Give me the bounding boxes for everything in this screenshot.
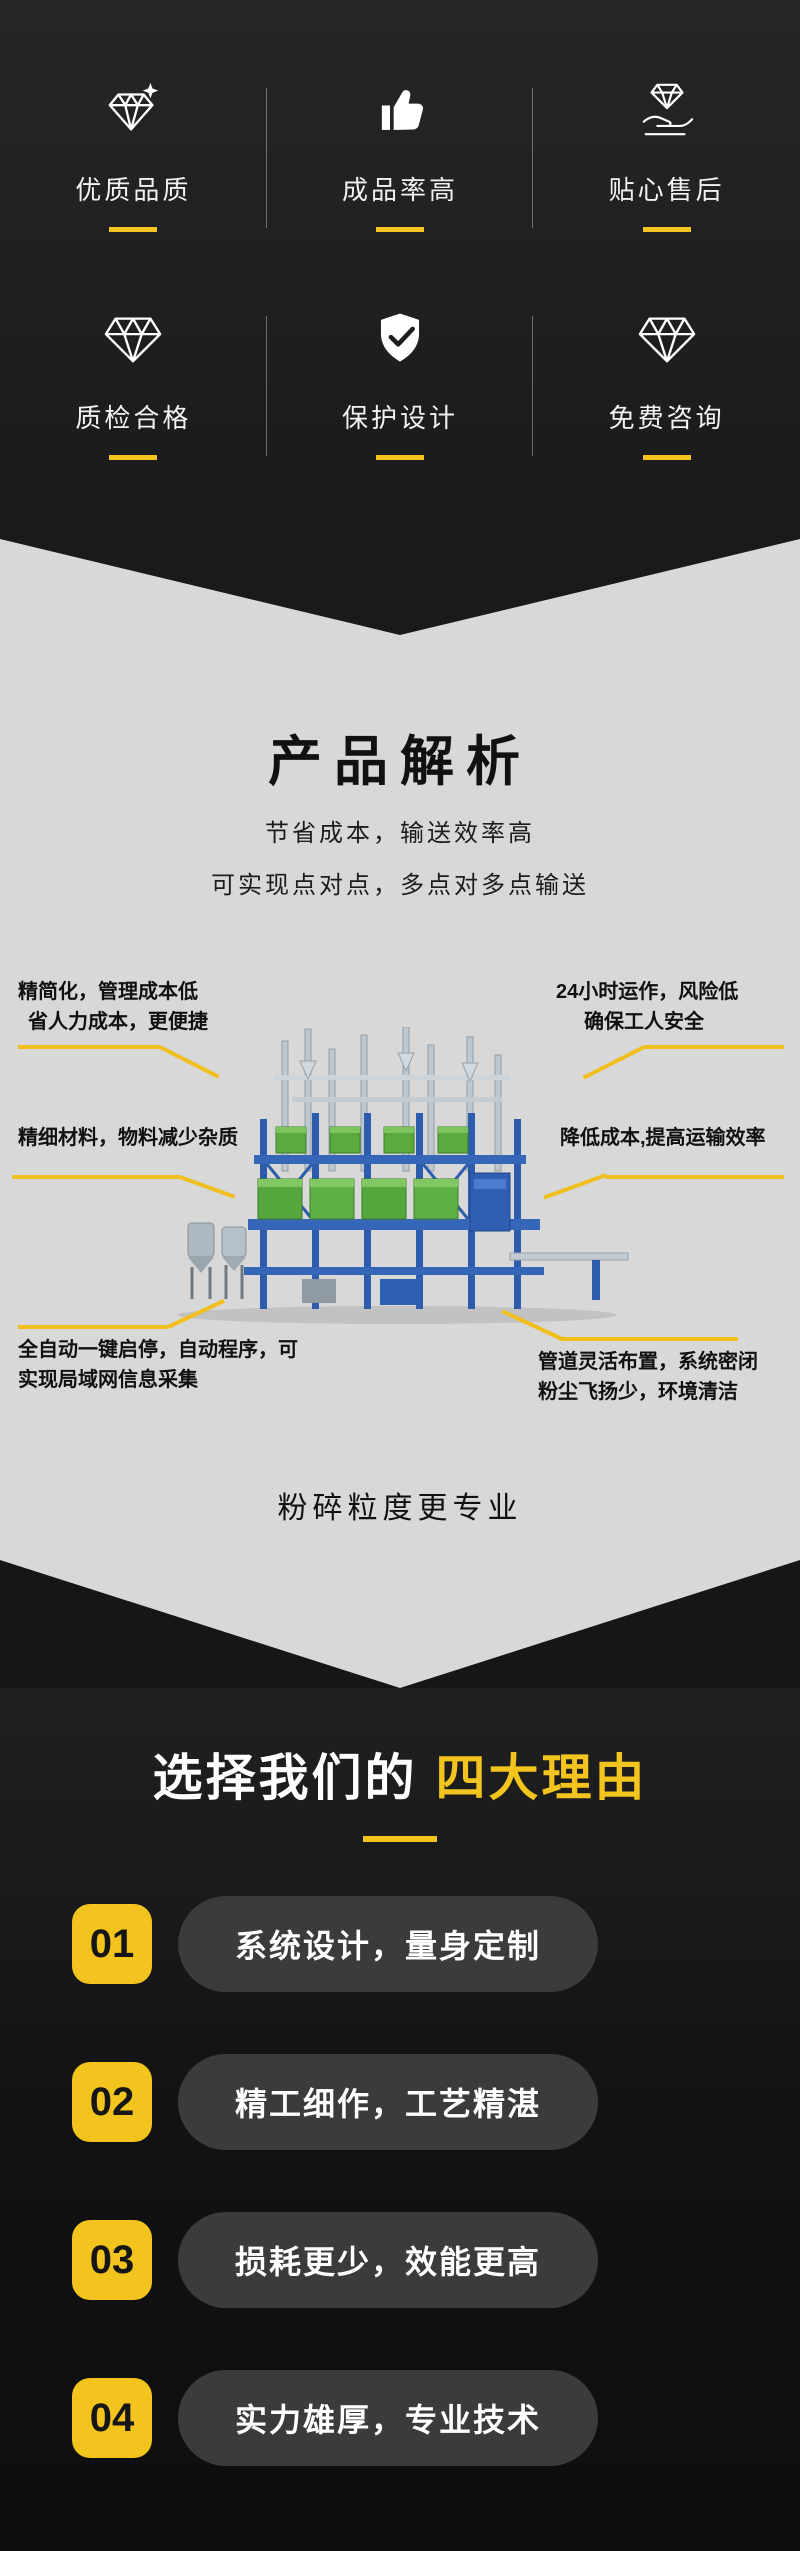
reason-item: 04 实力雄厚，专业技术: [0, 2370, 800, 2466]
features-section: 优质品质 成品率高: [0, 0, 800, 539]
reason-number-badge: 03: [72, 2220, 152, 2300]
callout-mid-left: 精细材料，物料减少杂质: [18, 1123, 238, 1153]
feature-label: 免费咨询: [608, 403, 725, 433]
shield-check-icon: [371, 306, 429, 370]
analysis-subtitle-2: 可实现点对点，多点对多点输送: [211, 872, 589, 899]
callout-text: 确保工人安全: [584, 1011, 704, 1033]
product-analysis-section: 产品解析 节省成本，输送效率高 可实现点对点，多点对多点输送: [0, 635, 800, 1560]
analysis-footer-text: 粉碎粒度更专业: [277, 1492, 523, 1525]
column-divider: [266, 316, 267, 456]
reason-item: 01 系统设计，量身定制: [0, 1896, 800, 1992]
accent-dash: [642, 227, 691, 232]
feature-item-inspection: 质检合格: [0, 306, 267, 534]
diamond-icon: [102, 306, 164, 370]
column-divider: [532, 316, 533, 456]
reason-label-pill: 精工细作，工艺精湛: [178, 2054, 598, 2150]
accent-dash: [109, 227, 158, 232]
feature-label: 优质品质: [75, 175, 192, 205]
reasons-list: 01 系统设计，量身定制 02 精工细作，工艺精湛 03 损耗更少，效能更高 0…: [0, 1896, 800, 2466]
reasons-title: 选择我们的四大理由: [0, 1738, 800, 1810]
callout-text: 24小时运作，风险低: [556, 981, 739, 1003]
column-divider: [532, 88, 533, 228]
callout-text: 管道灵活布置，系统密闭: [538, 1351, 758, 1373]
chevron-shape: [0, 539, 800, 635]
reasons-title-yellow: 四大理由: [435, 1750, 648, 1806]
callout-line: [18, 1325, 168, 1329]
analysis-subtitle-1: 节省成本，输送效率高: [265, 820, 535, 847]
dark-to-gray-transition: [0, 539, 800, 635]
callout-text: 精细材料，物料减少杂质: [18, 1127, 238, 1149]
callout-text: 全自动一键启停，自动程序，可: [18, 1339, 298, 1361]
reason-label-pill: 损耗更少，效能更高: [178, 2212, 598, 2308]
reason-label-pill: 实力雄厚，专业技术: [178, 2370, 598, 2466]
reason-item: 02 精工细作，工艺精湛: [0, 2054, 800, 2150]
callout-text: 实现局域网信息采集: [18, 1369, 198, 1391]
gray-to-dark-transition: [0, 1560, 800, 1688]
reasons-section: 选择我们的四大理由 01 系统设计，量身定制 02 精工细作，工艺精湛 03 损…: [0, 1688, 800, 2551]
feature-item-consult: 免费咨询: [533, 306, 800, 534]
feature-label: 贴心售后: [608, 175, 725, 205]
reason-item: 03 损耗更少，效能更高: [0, 2212, 800, 2308]
thumbs-up-icon: [371, 78, 429, 142]
diamond-sparkle-icon: [102, 78, 164, 142]
reasons-title-white: 选择我们的: [152, 1750, 418, 1806]
feature-item-yield: 成品率高: [267, 78, 534, 306]
feature-label: 质检合格: [75, 403, 192, 433]
callout-bottom-right: 管道灵活布置，系统密闭 粉尘飞扬少，环境清洁: [538, 1347, 758, 1407]
reason-number-badge: 01: [72, 1904, 152, 1984]
feature-item-quality: 优质品质: [0, 78, 267, 306]
reason-label-pill: 系统设计，量身定制: [178, 1896, 598, 1992]
reason-number-badge: 02: [72, 2062, 152, 2142]
feature-item-protection: 保护设计: [267, 306, 534, 534]
callout-mid-right: 降低成本,提高运输效率: [560, 1123, 766, 1153]
callout-text: 降低成本,提高运输效率: [560, 1127, 766, 1149]
analysis-title: 产品解析: [268, 732, 532, 792]
callout-top-right: 24小时运作，风险低 确保工人安全: [556, 977, 738, 1037]
callout-bottom-left: 全自动一键启停，自动程序，可 实现局域网信息采集: [18, 1335, 298, 1395]
title-underline: [363, 1836, 437, 1842]
feature-item-aftersale: 贴心售后: [533, 78, 800, 306]
callout-line: [18, 1045, 160, 1049]
diamond-icon: [636, 306, 698, 370]
callout-text: 粉尘飞扬少，环境清洁: [538, 1381, 738, 1403]
callout-text: 精简化，管理成本低: [18, 981, 198, 1003]
callout-line: [606, 1175, 784, 1179]
accent-dash: [109, 455, 158, 460]
callout-line: [560, 1337, 738, 1341]
reason-number-badge: 04: [72, 2378, 152, 2458]
accent-dash: [642, 455, 691, 460]
column-divider: [266, 88, 267, 228]
feature-label: 保护设计: [341, 403, 458, 433]
accent-dash: [375, 227, 424, 232]
callout-text: 省人力成本，更便捷: [28, 1011, 208, 1033]
feature-label: 成品率高: [341, 175, 458, 205]
callout-line: [12, 1175, 180, 1179]
machine-illustration: [162, 1026, 642, 1327]
callout-line: [644, 1045, 784, 1049]
accent-dash: [375, 455, 424, 460]
hand-diamond-icon: [636, 78, 698, 142]
chevron-shape: [0, 1560, 800, 1688]
callout-top-left: 精简化，管理成本低 省人力成本，更便捷: [18, 977, 208, 1037]
